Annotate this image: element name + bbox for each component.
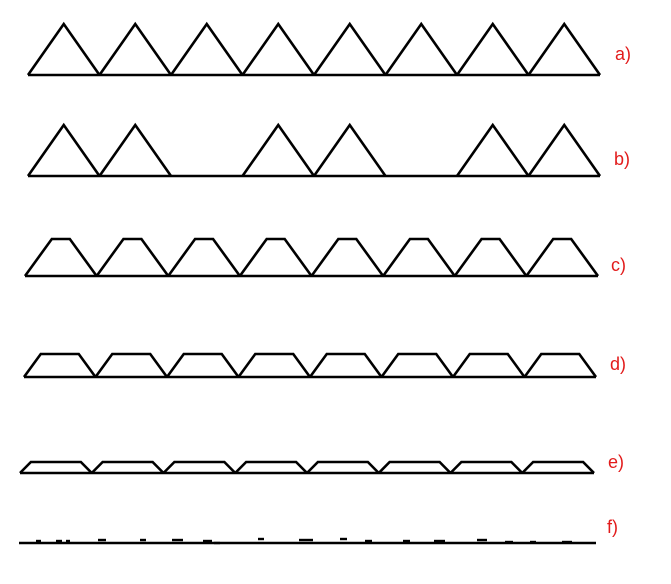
row-d-label: d)	[610, 354, 627, 374]
row-d-trapezoid-8	[523, 352, 598, 378]
row-c-label: c)	[611, 255, 626, 275]
row-f-label: f)	[607, 517, 618, 537]
row-e-trapezoid-5	[306, 460, 380, 474]
row-e-trapezoid-6	[377, 460, 452, 474]
row-c-trapezoid-6	[382, 237, 456, 277]
row-e-trapezoid-3	[162, 460, 237, 474]
row-c-trapezoid-5	[310, 237, 385, 277]
row-b-triangle-4	[241, 122, 316, 177]
row-a-triangle-2	[98, 21, 173, 76]
row-d-trapezoid-3	[165, 352, 240, 378]
row-e-label: e)	[608, 452, 625, 472]
row-c-trapezoid-7	[453, 237, 528, 277]
row-b-triangle-5	[312, 122, 387, 177]
row-b-triangle-7	[455, 122, 530, 177]
row-b-label: b)	[614, 149, 631, 169]
row-a-triangle-1	[26, 21, 101, 76]
row-e-trapezoid-4	[234, 460, 308, 474]
row-d-trapezoid-2	[94, 352, 169, 378]
row-a-label: a)	[615, 44, 632, 64]
row-b-triangle-8	[527, 122, 602, 177]
row-c-trapezoid-3	[167, 237, 241, 277]
row-c-trapezoid-2	[95, 237, 170, 277]
row-e-trapezoid-8	[521, 460, 595, 474]
row-a-triangle-4	[241, 21, 316, 76]
row-e-trapezoid-2	[90, 460, 165, 474]
row-c-trapezoid-8	[525, 237, 600, 277]
row-d-trapezoid-6	[380, 352, 455, 378]
row-d-trapezoid-4	[237, 352, 312, 378]
row-d-trapezoid-1	[22, 352, 97, 378]
row-d-trapezoid-5	[308, 352, 383, 378]
row-c-trapezoid-1	[23, 237, 98, 277]
row-a-triangle-3	[169, 21, 244, 76]
row-a-triangle-5	[312, 21, 387, 76]
row-a-triangle-7	[455, 21, 530, 76]
row-b-triangle-2	[98, 122, 173, 177]
row-b-triangle-1	[26, 122, 101, 177]
row-e-trapezoid-1	[19, 460, 93, 474]
row-d-trapezoid-7	[451, 352, 526, 378]
row-a-triangle-8	[527, 21, 602, 76]
row-e-trapezoid-7	[449, 460, 524, 474]
row-c-trapezoid-4	[238, 237, 313, 277]
row-a-triangle-6	[384, 21, 459, 76]
